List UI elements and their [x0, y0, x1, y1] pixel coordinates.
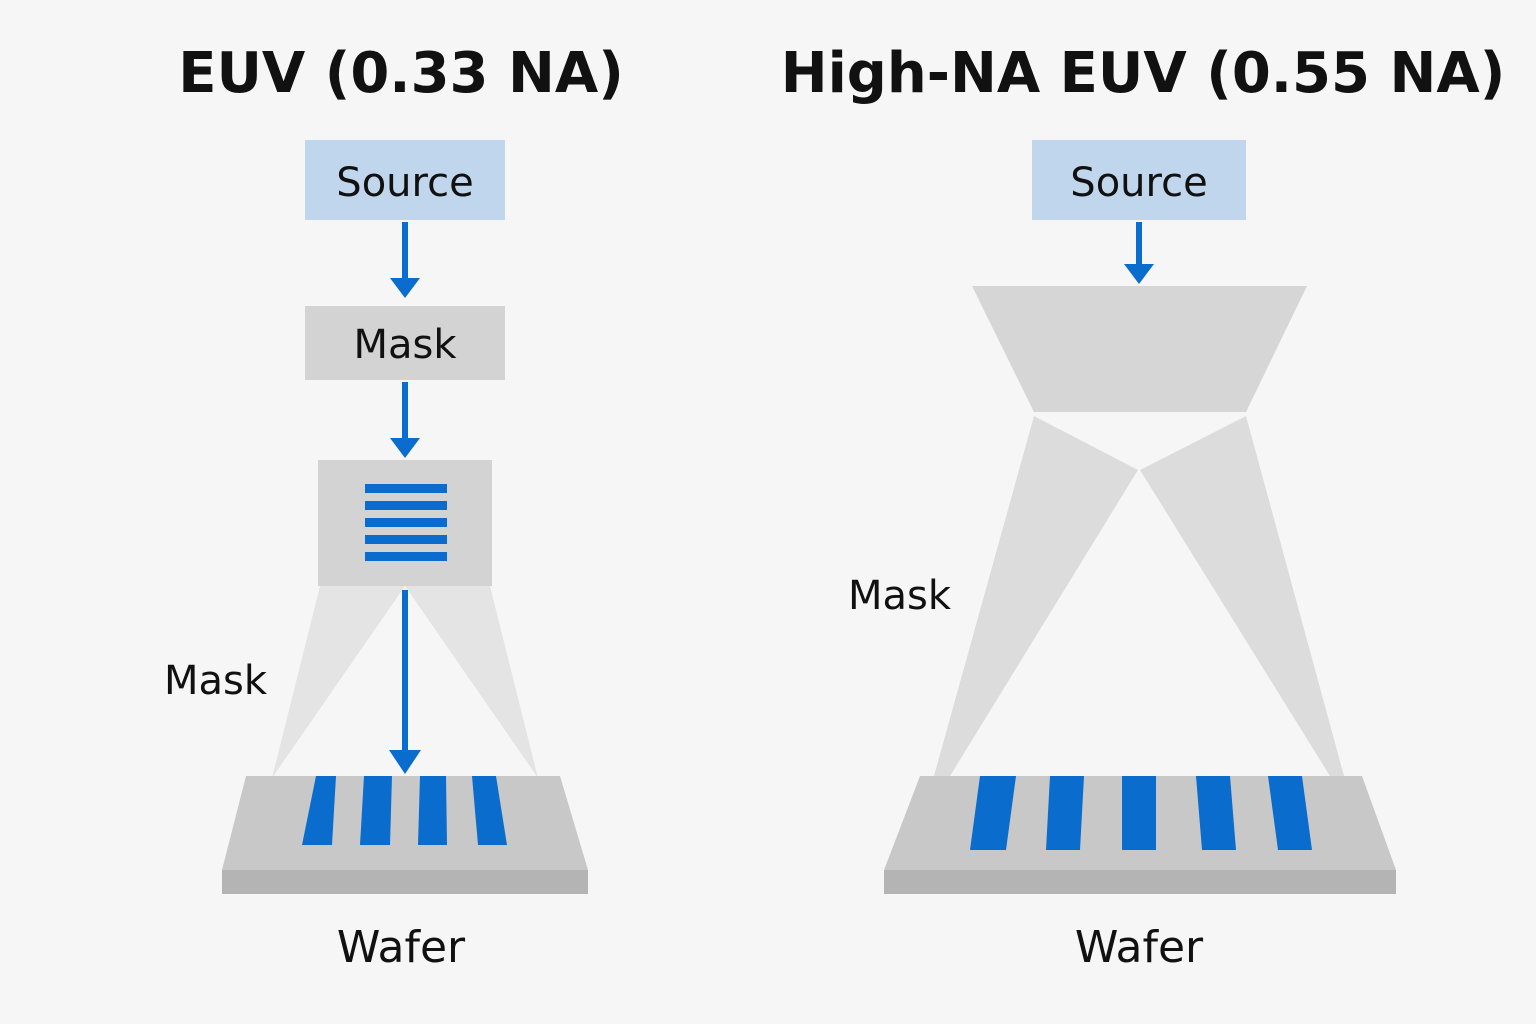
wafer-pattern-line: [1196, 776, 1236, 850]
right-beam-left: [934, 416, 1138, 776]
left-wafer-top: [222, 776, 588, 870]
right-panel-title: High-NA EUV (0.55 NA): [781, 41, 1506, 106]
right-panel: High-NA EUV (0.55 NA) Source Mask: [781, 41, 1506, 973]
left-mask-rect: [305, 306, 505, 380]
right-side-mask-label: Mask: [848, 573, 952, 619]
wafer-pattern-line: [970, 776, 1016, 850]
right-beam-right: [1140, 416, 1344, 776]
wafer-pattern-line: [360, 776, 392, 845]
right-upper-trapezoid: [972, 286, 1307, 412]
right-wafer-label: Wafer: [1075, 922, 1204, 973]
grating-line: [365, 518, 447, 527]
wafer-pattern-line: [1268, 776, 1312, 850]
left-cone-right: [405, 586, 538, 778]
left-side-mask-label: Mask: [164, 658, 268, 704]
left-mask-box-label: Mask: [353, 322, 457, 368]
left-cone-left: [272, 586, 405, 778]
arrow-down-icon: [1124, 222, 1154, 284]
grating-line: [365, 535, 447, 544]
right-anamorphic-optics: [934, 286, 1344, 776]
wafer-pattern-line: [1046, 776, 1084, 850]
grating-line: [365, 484, 447, 493]
left-light-cone: [272, 586, 538, 778]
left-grating-box: [318, 460, 492, 586]
left-panel-title: EUV (0.33 NA): [178, 41, 624, 106]
left-source-rect: [305, 140, 505, 220]
left-wafer-label: Wafer: [337, 922, 466, 973]
grating-line: [365, 501, 447, 510]
right-source-label: Source: [1070, 160, 1207, 206]
wafer-pattern-line: [1122, 776, 1156, 850]
grating-line: [365, 552, 447, 561]
wafer-pattern-line: [472, 776, 507, 845]
left-source-label: Source: [336, 160, 473, 206]
left-panel: EUV (0.33 NA) Source Mask: [164, 41, 624, 973]
arrow-down-icon: [389, 590, 421, 774]
right-source-rect: [1032, 140, 1246, 220]
arrow-down-icon: [390, 222, 420, 298]
left-wafer: [222, 776, 588, 894]
left-source-box: Source: [305, 140, 505, 220]
wafer-pattern-line: [418, 776, 447, 845]
left-wafer-edge: [222, 870, 588, 894]
right-wafer: [884, 776, 1396, 894]
right-source-box: Source: [1032, 140, 1246, 220]
left-mask-box: Mask: [305, 306, 505, 380]
arrow-down-icon: [390, 382, 420, 458]
right-wafer-edge: [884, 870, 1396, 894]
wafer-pattern-line: [302, 776, 336, 845]
